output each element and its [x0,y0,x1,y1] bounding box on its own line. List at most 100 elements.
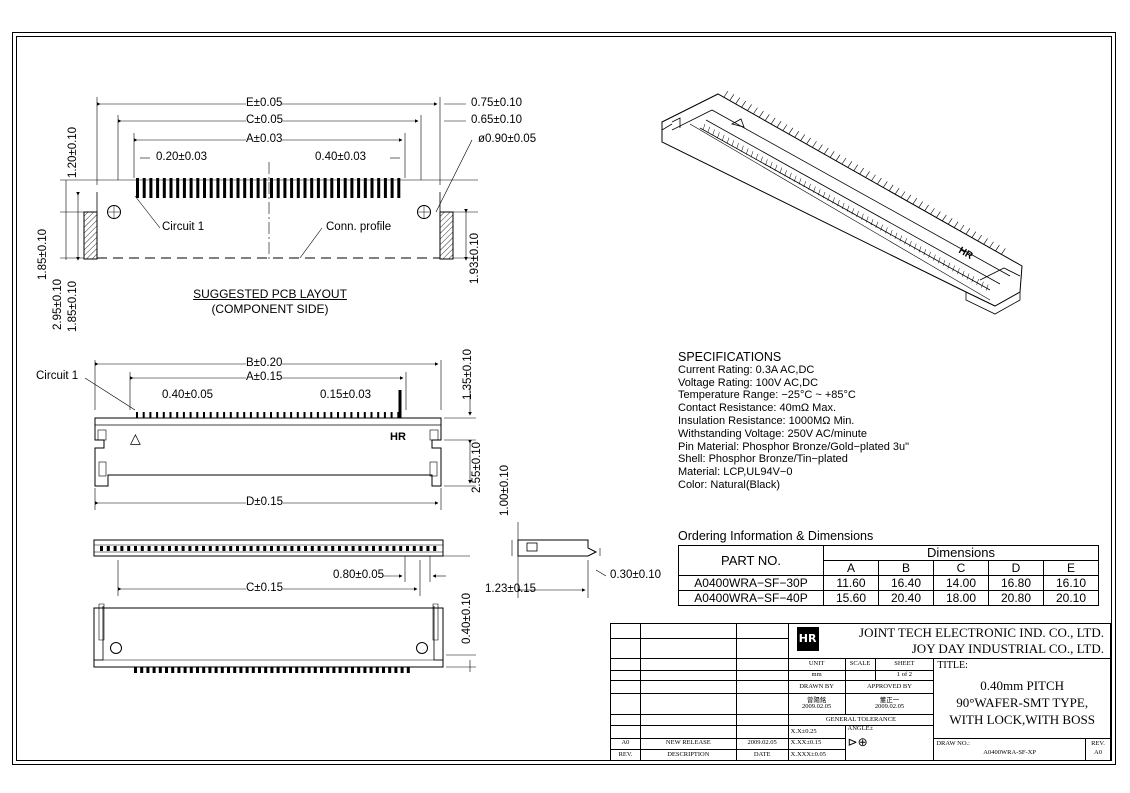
spec-line: Withstanding Voltage: 250V AC/minute [678,427,867,440]
iso-tooth [953,221,959,228]
iso-pin [875,221,879,228]
bottom-pin-tail [146,667,150,673]
bottom-pin-tail [196,667,199,673]
bottom-pin-tail [406,667,410,673]
iso-pin [779,167,783,174]
spec-line: Contact Resistance: 40mΩ Max. [678,402,837,415]
dim-a-front: A±0.15 [246,371,283,384]
iso-pin [750,151,754,158]
iso-tooth [818,144,823,151]
pcb-pad [283,178,287,198]
dim-value: 16.80 [988,575,1044,591]
tolerance-2: X.XX±0.15 [787,737,846,750]
iso-pin [889,230,893,237]
ordering-table: PART NO. Dimensions A B C D E A0400WRA−S… [678,545,1099,606]
bottom-pin-tail [394,667,398,673]
dim-value: 16.10 [1043,575,1099,591]
bottom-pin-tail [208,667,212,673]
dim-075: 0.75±0.10 [471,97,523,109]
iso-tooth [806,137,811,145]
iso-pin [817,189,821,196]
pcb-layout-caption: SUGGESTED PCB LAYOUT (COMPONENT SIDE) [150,287,390,317]
company-name-2: JOY DAY INDUSTRIAL CO., LTD. [911,641,1104,657]
title-line-2: 90°WAFER-SMT TYPE, [956,695,1089,711]
front-pin [303,412,306,418]
bottom-pin [256,546,260,551]
dim-v-100: 1.00±0.10 [499,464,511,516]
bottom-pin [412,546,416,551]
iso-tooth [930,208,935,215]
pcb-pad [256,178,260,198]
iso-tooth [847,161,853,168]
bottom-pin [120,546,124,551]
iso-tooth [900,191,906,198]
front-pin [337,412,339,418]
pcb-pad [310,178,314,198]
pcb-pad [383,178,387,198]
bottom-pin [344,546,348,551]
date-header: DATE [735,748,789,762]
dim-value: 20.40 [878,590,934,606]
bottom-pin [181,546,185,551]
title-line-3: WITH LOCK,WITH BOSS [949,712,1095,728]
label-circuit-1-front: Circuit 1 [36,370,79,382]
bottom-pin [134,546,137,551]
spec-line: Pin Material: Phosphor Bronze/Gold−plate… [678,440,910,453]
iso-tooth [883,181,888,188]
bottom-view [93,539,476,673]
iso-tooth [788,127,794,135]
bottom-pin-tail [158,667,162,673]
iso-pin [808,183,811,190]
iso-pin [745,148,749,155]
rev-header: REV. [610,748,641,762]
dim-value: 18.00 [933,590,989,606]
spec-line: Color: Natural(Black) [678,478,781,491]
front-pin [223,412,226,418]
iso-pin [851,208,855,215]
pcb-pad [203,178,206,198]
triangle-marker: △ [130,430,141,446]
front-pin [136,412,138,418]
pcb-pad [316,178,320,198]
iso-pin [707,126,711,133]
col-header: C [933,560,989,576]
bottom-pin [161,546,165,551]
front-pin [263,412,266,418]
spec-line: Insulation Resistance: 1000MΩ Min. [678,414,855,427]
pcb-pad [330,178,334,198]
iso-tooth [971,231,977,238]
bottom-pin [208,546,212,551]
iso-pin [827,194,831,201]
bottom-pin-tail [227,667,230,673]
iso-pin [813,186,816,193]
iso-pin [947,262,951,269]
drawn-by-name: 曾陽銘 [806,696,827,704]
front-pin [189,412,192,418]
iso-tooth [877,177,882,185]
pcb-pad [343,178,347,198]
drawing-border-outer [12,32,1116,765]
iso-pin [765,159,768,166]
dim-080: 0.80±0.05 [333,569,385,581]
iso-tooth [747,104,752,111]
approved-by-cell: 董正一 2009.02.05 [844,693,935,716]
front-pin [283,412,286,418]
pcb-pad [296,178,300,198]
front-pin [343,412,346,418]
bottom-pin-tail [338,667,342,673]
bottom-pin [222,546,226,551]
bottom-pin-tail [400,667,404,673]
iso-tooth [794,131,800,138]
drawn-by-date: 2009.02.05 [801,703,832,711]
bottom-pin [147,546,151,551]
bottom-pin-tail [233,667,237,673]
bottom-pin-tail [363,667,367,673]
dimensions-header: Dimensions [823,545,1099,561]
specs-title: SPECIFICATIONS [678,350,782,364]
bottom-pin [392,546,396,551]
front-pin [216,412,219,418]
rev-entry: A0 [610,737,641,750]
table-row: A0400WRA−SF−30P 11.60 16.40 14.00 16.80 … [678,575,1099,591]
projection-symbol-icon: ⊳⊕ [847,735,868,750]
bottom-pin-tail [214,667,218,673]
